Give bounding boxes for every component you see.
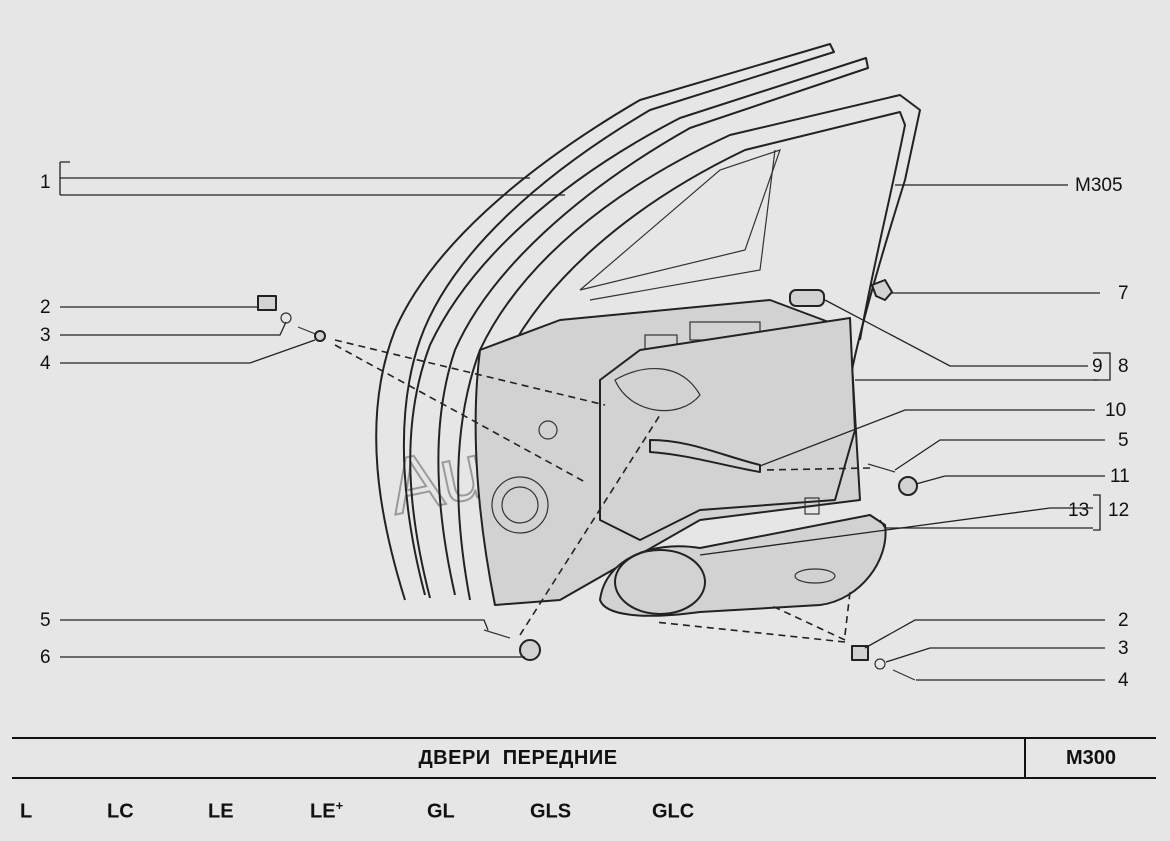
callout-5-left: 5 — [40, 610, 51, 631]
callout-1: 1 — [40, 172, 51, 193]
diagram-title: ДВЕРИ ПЕРЕДНИЕ — [418, 746, 618, 769]
fasteners — [257, 279, 918, 681]
callout-10: 10 — [1105, 400, 1126, 421]
callout-7: 7 — [1118, 283, 1129, 304]
callout-labels: 1 2 3 4 5 6 M305 7 9 8 10 5 11 13 12 2 3… — [40, 172, 1130, 691]
callout-13: 13 — [1068, 500, 1089, 521]
title-bar: ДВЕРИ ПЕРЕДНИЕ М300 — [12, 737, 1156, 779]
callout-6: 6 — [40, 647, 51, 668]
trim-level: GLS — [530, 800, 572, 823]
callout-11: 11 — [1110, 466, 1130, 487]
callout-2-left: 2 — [40, 297, 51, 318]
callout-8: 8 — [1118, 356, 1129, 377]
door-seal-part-1 — [375, 43, 869, 601]
callout-4-left: 4 — [40, 353, 51, 374]
trim-level: GL — [427, 800, 455, 823]
assembly-arrows — [334, 339, 871, 643]
callout-5-right: 5 — [1118, 430, 1129, 451]
callout-3-left: 3 — [40, 325, 51, 346]
callout-m305: M305 — [1075, 175, 1123, 196]
trim-level: L — [20, 800, 33, 823]
callout-12: 12 — [1108, 500, 1129, 521]
callout-2-right: 2 — [1118, 610, 1129, 631]
trim-level: LC — [107, 800, 134, 823]
trim-level: LE+ — [310, 798, 344, 823]
trim-level-row: L LC LE LE+ GL GLS GLC — [0, 790, 1170, 830]
trim-level: LE — [208, 800, 234, 823]
callout-9: 9 — [1092, 356, 1103, 377]
diagram-code: М300 — [1024, 739, 1156, 777]
callout-3-right: 3 — [1118, 638, 1129, 659]
trim-level: GLC — [652, 800, 695, 823]
window-handle-part-9 — [789, 289, 825, 307]
grip-handle-part-10 — [649, 439, 761, 473]
exploded-door-diagram: AutoSoft — [40, 43, 1130, 691]
leader-lines — [59, 161, 1111, 681]
callout-4-right: 4 — [1118, 670, 1129, 691]
trim-panel-part-8 — [599, 317, 856, 541]
